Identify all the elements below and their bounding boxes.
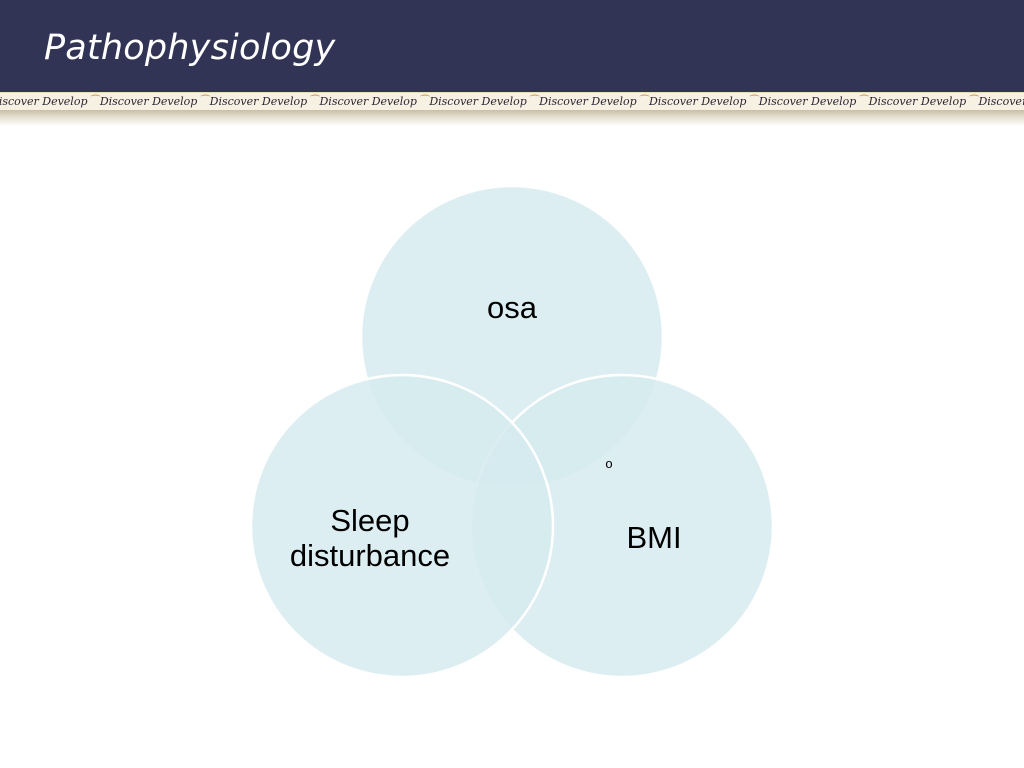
ribbon-unit: Discover Develop ⁀ <box>0 95 100 108</box>
ribbon-unit: Discover Develop ⁀ <box>539 95 649 108</box>
ribbon-word: Discover Develop <box>209 95 311 108</box>
ribbon-unit: Discover Develop ⁀ <box>869 95 979 108</box>
ribbon-unit: Discover Develop ⁀ <box>649 95 759 108</box>
ribbon-word: Discover Develop <box>319 95 421 108</box>
venn-label-osa: osa <box>487 290 538 325</box>
swirl-icon: ⁀ <box>90 95 100 108</box>
ribbon-word: Discover Develop <box>429 95 531 108</box>
ribbon-word: Discover Develop <box>0 95 91 108</box>
swirl-icon: ⁀ <box>200 95 210 108</box>
title-bar: Pathophysiology <box>0 0 1024 92</box>
swirl-icon: ⁀ <box>969 95 979 108</box>
ribbon-word: Discover Develop <box>648 95 750 108</box>
swirl-icon: ⁀ <box>420 95 430 108</box>
venn-marker: o <box>605 456 612 471</box>
ribbon-unit: Discover Develop ⁀ <box>100 95 210 108</box>
ribbon-word: Discover Develop <box>539 95 641 108</box>
ribbon-unit: Discover Develop ⁀ <box>978 95 1024 108</box>
ribbon-unit: Discover Develop ⁀ <box>759 95 869 108</box>
ribbon-text: Discover Develop ⁀Discover Develop ⁀Disc… <box>0 94 1024 110</box>
slide-title: Pathophysiology <box>44 28 336 68</box>
ribbon-unit: Discover Develop ⁀ <box>429 95 539 108</box>
venn-label-sleep-line1: Sleep <box>330 503 409 538</box>
venn-circles <box>249 184 775 679</box>
discover-develop-ribbon: Discover Develop ⁀Discover Develop ⁀Disc… <box>0 92 1024 111</box>
ribbon-word: Discover Develop <box>868 95 970 108</box>
swirl-icon: ⁀ <box>530 95 540 108</box>
swirl-icon: ⁀ <box>749 95 759 108</box>
swirl-icon: ⁀ <box>640 95 649 108</box>
venn-circle-sleep-disturbance <box>249 373 555 679</box>
ribbon-word: Discover Develop <box>99 95 201 108</box>
venn-label-sleep-line2: disturbance <box>290 538 450 573</box>
venn-label-bmi: BMI <box>626 520 681 555</box>
ribbon-word: Discover Develop <box>758 95 860 108</box>
ribbon-word: Discover Develop <box>978 95 1024 108</box>
ribbon-shadow <box>0 110 1024 126</box>
ribbon-unit: Discover Develop ⁀ <box>210 95 320 108</box>
swirl-icon: ⁀ <box>859 95 869 108</box>
ribbon-unit: Discover Develop ⁀ <box>319 95 429 108</box>
swirl-icon: ⁀ <box>310 95 320 108</box>
